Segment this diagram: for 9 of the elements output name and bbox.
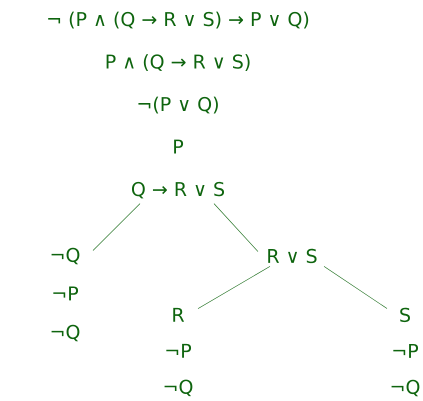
- tree-branch-line: [214, 203, 258, 252]
- formula-stack: S ¬P ¬Q: [392, 308, 420, 396]
- formula-stack: R ∨ S: [268, 248, 317, 264]
- formula-stack: ¬Q ¬P ¬Q: [52, 248, 80, 342]
- tree-branch-line: [198, 266, 270, 309]
- formula-stack: R ¬P ¬Q: [164, 308, 192, 396]
- formula-stack: ¬ (P ∧ (Q → R ∨ S) → P ∨ Q) P ∧ (Q → R ∨ S) ¬(P ∨ Q) P Q → R ∨ S: [48, 12, 308, 198]
- tree-branch-line: [92, 203, 140, 251]
- tree-branch-line: [324, 266, 388, 309]
